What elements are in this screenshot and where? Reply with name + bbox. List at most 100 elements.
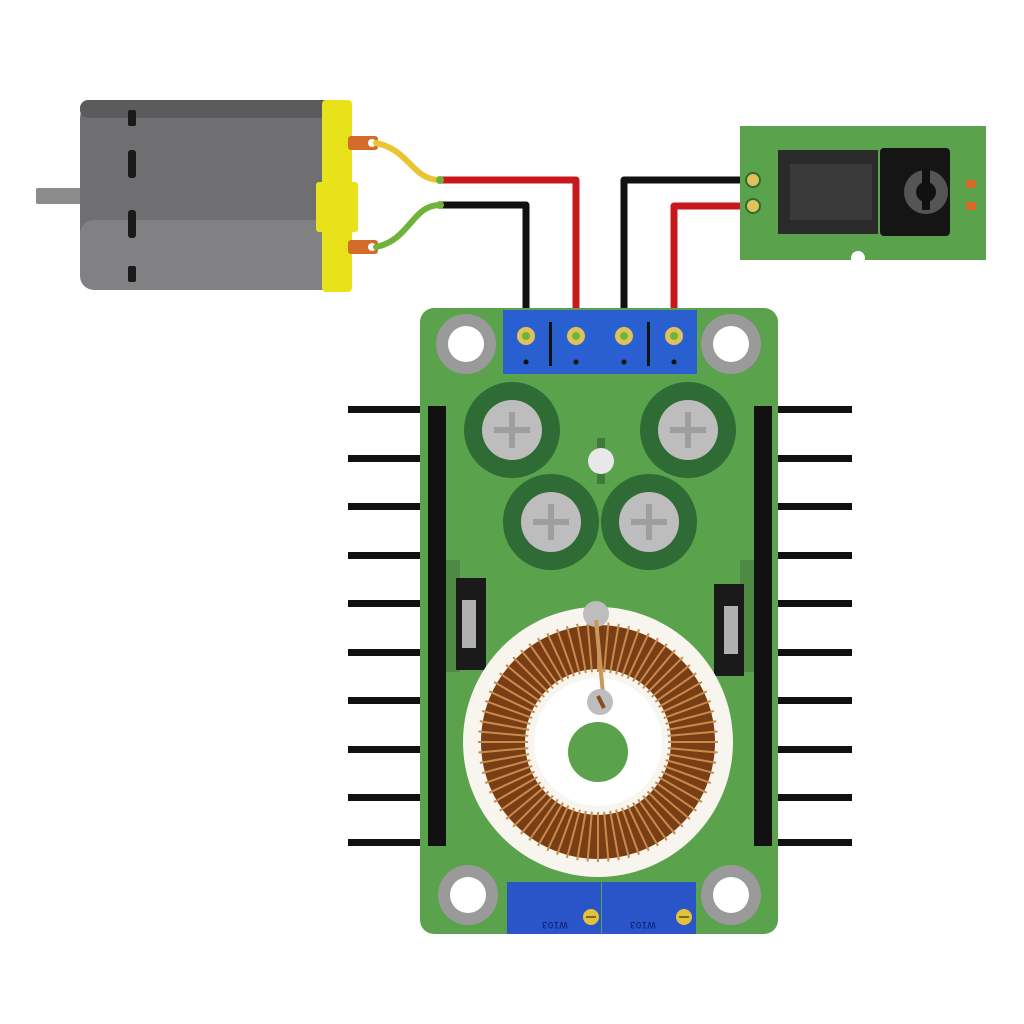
coil-winding bbox=[621, 628, 640, 677]
coil-winding bbox=[478, 747, 529, 754]
coil-winding bbox=[576, 623, 587, 674]
coil-winding bbox=[505, 664, 546, 698]
wire-red-motor bbox=[436, 176, 580, 336]
motor-body-highlight bbox=[80, 220, 338, 290]
capacitor bbox=[503, 474, 599, 570]
coil-winding bbox=[484, 700, 533, 719]
wire-black-power bbox=[620, 176, 756, 336]
coil-winding bbox=[546, 805, 570, 852]
terminal-screw bbox=[665, 327, 683, 345]
coil-winding bbox=[661, 770, 708, 794]
mounting-hole bbox=[438, 865, 498, 925]
mounting-hole bbox=[701, 865, 761, 925]
coil-winding bbox=[658, 681, 703, 708]
coil-winding bbox=[520, 649, 554, 690]
coil-winding bbox=[615, 809, 631, 859]
toroid-inductor-icon bbox=[463, 601, 733, 877]
coil-winding bbox=[665, 709, 715, 725]
coil-winding bbox=[665, 759, 715, 775]
coil-winding bbox=[603, 811, 610, 862]
motor-slot bbox=[128, 210, 136, 238]
coil-winding bbox=[576, 810, 587, 861]
wire-black-motor bbox=[436, 201, 530, 336]
coil-winding bbox=[586, 622, 593, 673]
coil-winding bbox=[658, 776, 703, 803]
terminal-screw bbox=[517, 327, 535, 345]
terminal-screw bbox=[615, 327, 633, 345]
coil-winding bbox=[609, 623, 620, 674]
jack-pad-red bbox=[745, 198, 761, 214]
coil-winding bbox=[642, 794, 676, 835]
coil-winding bbox=[637, 643, 668, 686]
capacitor bbox=[464, 382, 560, 478]
mounting-hole bbox=[436, 314, 496, 374]
coil-winding bbox=[505, 786, 546, 820]
coil-winding bbox=[528, 798, 559, 841]
coil-winding bbox=[632, 802, 659, 847]
wire-red-power bbox=[670, 202, 756, 336]
coil-winding bbox=[499, 672, 542, 703]
coil-winding bbox=[650, 664, 691, 698]
wire-joints bbox=[436, 176, 444, 209]
mosfet-right bbox=[714, 560, 754, 676]
coil-winding bbox=[666, 753, 717, 764]
coil-winding bbox=[528, 643, 559, 686]
coil-winding bbox=[666, 720, 717, 731]
wire-green bbox=[373, 202, 443, 250]
coil-winding bbox=[479, 720, 530, 731]
coil-winding bbox=[646, 790, 684, 828]
mosfet-left bbox=[446, 560, 486, 672]
motor-end-cap-tab bbox=[316, 182, 358, 232]
capacitor bbox=[640, 382, 736, 478]
dc-motor-icon bbox=[36, 100, 378, 292]
trimmer-pot-left: W103 bbox=[507, 882, 601, 934]
coil-winding bbox=[661, 690, 708, 714]
motor-slot bbox=[128, 110, 136, 126]
mounting-hole bbox=[701, 314, 761, 374]
trimmer-pot-right: W103 bbox=[602, 882, 696, 934]
coil-winding bbox=[488, 770, 535, 794]
coil-winding bbox=[615, 625, 631, 675]
coil-winding bbox=[537, 802, 564, 847]
coil-winding bbox=[520, 794, 554, 835]
coil-winding bbox=[632, 637, 659, 682]
coil-winding bbox=[626, 805, 650, 852]
coil-winding bbox=[663, 765, 712, 784]
coil-winding bbox=[667, 747, 718, 754]
coil-winding bbox=[499, 781, 542, 812]
jack-body-inner bbox=[790, 164, 872, 220]
motor-slot bbox=[128, 150, 136, 178]
motor-slot bbox=[128, 266, 136, 282]
motor-shaft bbox=[36, 188, 86, 204]
coil-winding bbox=[603, 622, 610, 673]
coil-winding bbox=[537, 637, 564, 682]
coil-winding bbox=[654, 672, 697, 703]
terminal-screw bbox=[567, 327, 585, 345]
trimmer-label: W103 bbox=[542, 919, 568, 929]
coil-winding bbox=[626, 632, 650, 679]
coil-winding bbox=[565, 809, 581, 859]
coil-winding bbox=[663, 700, 712, 719]
coil-winding bbox=[546, 632, 570, 679]
screw-terminal-block bbox=[503, 310, 697, 374]
trimmer-label: W103 bbox=[630, 919, 656, 929]
coil-winding bbox=[512, 656, 550, 694]
coil-winding bbox=[609, 810, 620, 861]
coil-winding bbox=[621, 807, 640, 856]
coil-winding bbox=[642, 649, 676, 690]
coil-winding bbox=[493, 681, 538, 708]
coil-winding bbox=[493, 776, 538, 803]
jack-pad-black bbox=[745, 172, 761, 188]
motor-body-shade bbox=[80, 100, 338, 118]
capacitor bbox=[601, 474, 697, 570]
coil-winding bbox=[646, 656, 684, 694]
coil-winding bbox=[565, 625, 581, 675]
coil-winding bbox=[488, 690, 535, 714]
dc-barrel-jack-icon bbox=[740, 126, 986, 265]
coil-winding bbox=[484, 765, 533, 784]
coil-winding bbox=[650, 786, 691, 820]
coil-winding bbox=[637, 798, 668, 841]
coil-winding bbox=[512, 790, 550, 828]
coil-winding bbox=[481, 759, 531, 775]
led-icon bbox=[588, 438, 614, 484]
